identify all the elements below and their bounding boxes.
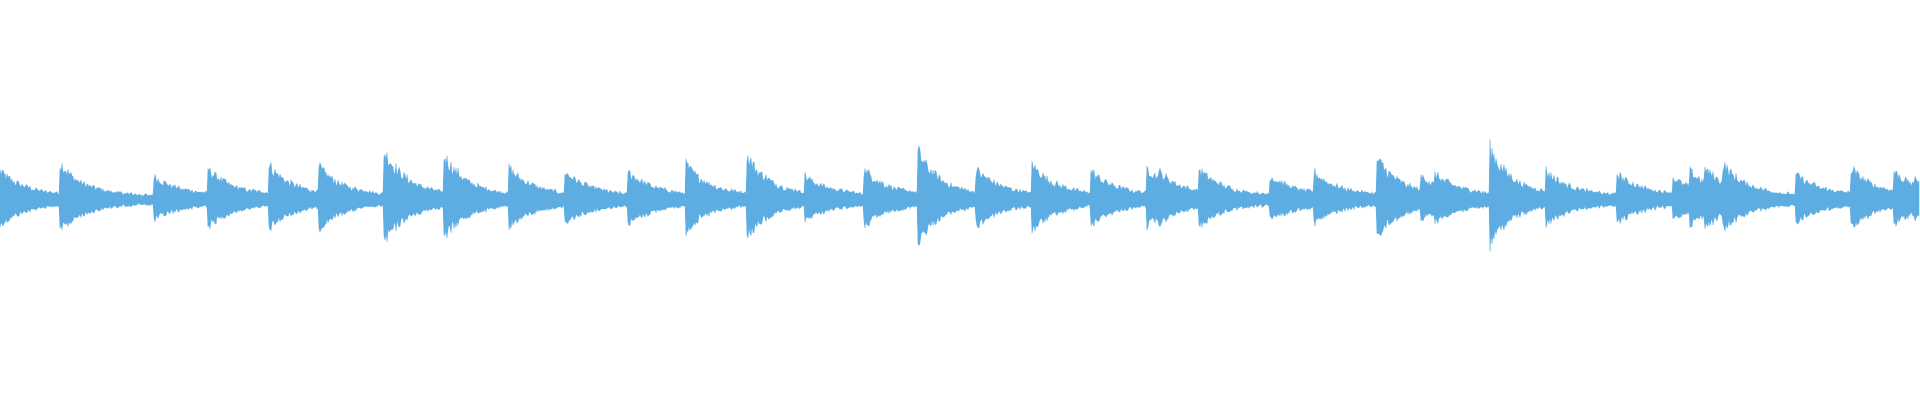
waveform-path xyxy=(0,139,1920,252)
